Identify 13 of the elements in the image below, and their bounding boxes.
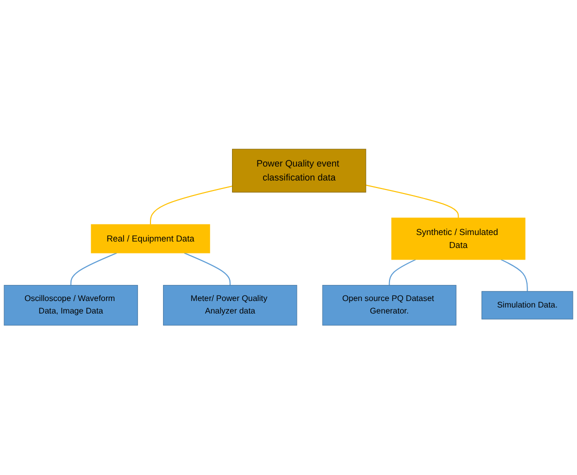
connector [184,252,231,286]
node-box: Real / Equipment Data [90,224,210,254]
node-box: Oscilloscope / Waveform Data, Image Data [4,285,138,326]
connector [150,186,232,225]
connector [388,259,416,286]
node-box: Simulation Data. [482,291,574,320]
connector [70,252,117,286]
node-box: Power Quality event classification data [232,149,366,193]
node-box: Meter/ Power Quality Analyzer data [163,285,298,326]
node-box: Open source PQ Dataset Generator. [322,285,456,326]
connector [500,259,528,292]
connector [366,184,459,218]
node-box: Synthetic / Simulated Data [391,218,526,260]
